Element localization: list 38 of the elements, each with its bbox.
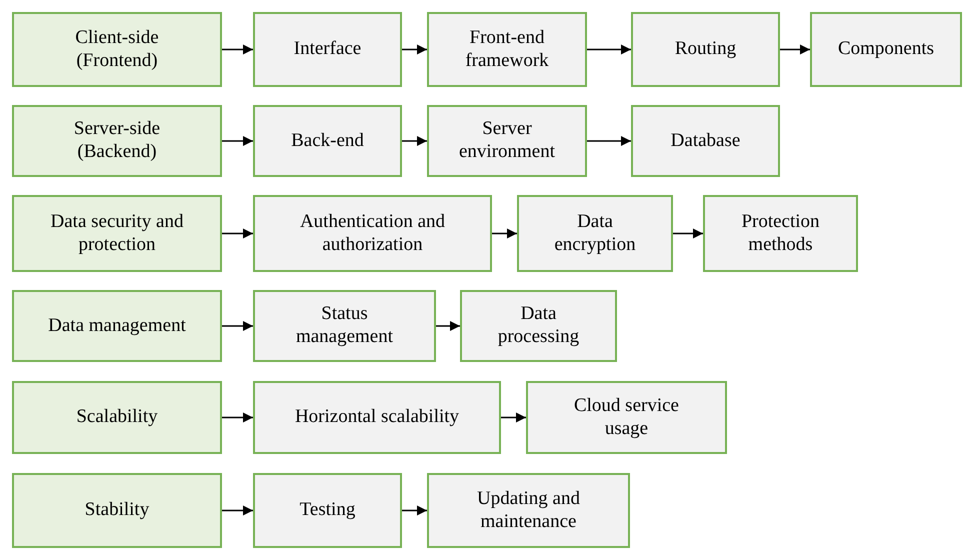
arrow <box>402 136 427 146</box>
process-box: Authentication and authorization <box>253 195 492 272</box>
category-box: Server-side (Backend) <box>12 105 222 177</box>
category-box: Scalability <box>12 381 222 454</box>
process-box: Server environment <box>427 105 587 177</box>
category-box: Data management <box>12 290 222 362</box>
arrow <box>673 228 703 238</box>
process-box: Cloud service usage <box>526 381 727 454</box>
arrow <box>222 228 253 238</box>
process-box: Protection methods <box>703 195 858 272</box>
arrow <box>222 44 253 54</box>
arrow <box>222 412 253 422</box>
arrow <box>402 506 427 516</box>
arrow <box>587 44 631 54</box>
process-box: Back-end <box>253 105 402 177</box>
process-box: Interface <box>253 12 402 87</box>
arrow <box>222 506 253 516</box>
arrow <box>222 321 253 331</box>
arrow <box>402 44 427 54</box>
category-box: Client-side (Frontend) <box>12 12 222 87</box>
arrow <box>587 136 631 146</box>
process-box: Data encryption <box>517 195 673 272</box>
process-box: Routing <box>631 12 780 87</box>
process-box: Front-end framework <box>427 12 587 87</box>
process-box: Components <box>810 12 962 87</box>
category-box: Stability <box>12 473 222 548</box>
arrow <box>780 44 810 54</box>
process-box: Updating and maintenance <box>427 473 630 548</box>
arrow <box>222 136 253 146</box>
process-box: Horizontal scalability <box>253 381 501 454</box>
process-box: Data processing <box>460 290 617 362</box>
process-box: Status management <box>253 290 436 362</box>
arrow <box>436 321 460 331</box>
process-box: Testing <box>253 473 402 548</box>
arrow <box>501 412 526 422</box>
process-box: Database <box>631 105 780 177</box>
category-box: Data security and protection <box>12 195 222 272</box>
arrow <box>492 228 517 238</box>
